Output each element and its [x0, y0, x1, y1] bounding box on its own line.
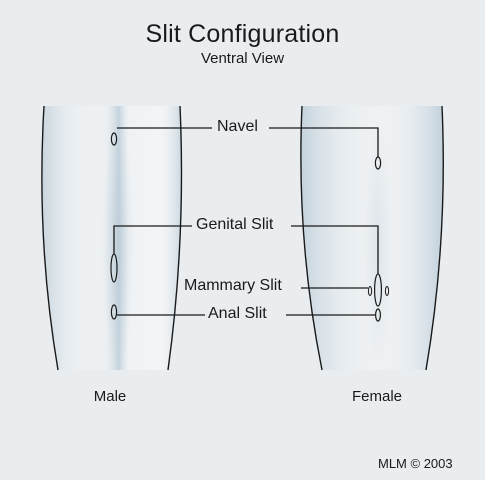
female-body	[300, 105, 444, 375]
navel-leader-female	[269, 127, 379, 157]
genital-leader-male	[113, 225, 192, 254]
anal-slit-label: Anal Slit	[208, 305, 267, 322]
mammary-slit-label: Mammary Slit	[184, 277, 282, 294]
female-mammary-slit-left	[367, 286, 373, 296]
male-right-outline	[167, 105, 183, 371]
male-navel	[110, 132, 118, 146]
female-mammary-slit-right	[384, 286, 390, 296]
female-anal-slit	[375, 308, 382, 322]
male-midline-shade	[102, 115, 134, 375]
female-right-outline	[425, 105, 444, 371]
credit-text: MLM © 2003	[378, 456, 453, 471]
leader-lines	[113, 127, 379, 316]
male-label: Male	[93, 388, 127, 405]
male-left-outline	[41, 105, 59, 371]
diagram-subtitle: Ventral View	[200, 50, 285, 67]
diagram-title: Slit Configuration	[145, 20, 340, 48]
female-label: Female	[351, 388, 403, 405]
genital-leader-female	[291, 225, 379, 274]
navel-label: Navel	[217, 118, 258, 135]
male-body	[41, 105, 183, 375]
male-anal-slit	[110, 304, 118, 320]
genital-slit-label: Genital Slit	[196, 216, 274, 233]
female-left-outline	[300, 105, 323, 371]
